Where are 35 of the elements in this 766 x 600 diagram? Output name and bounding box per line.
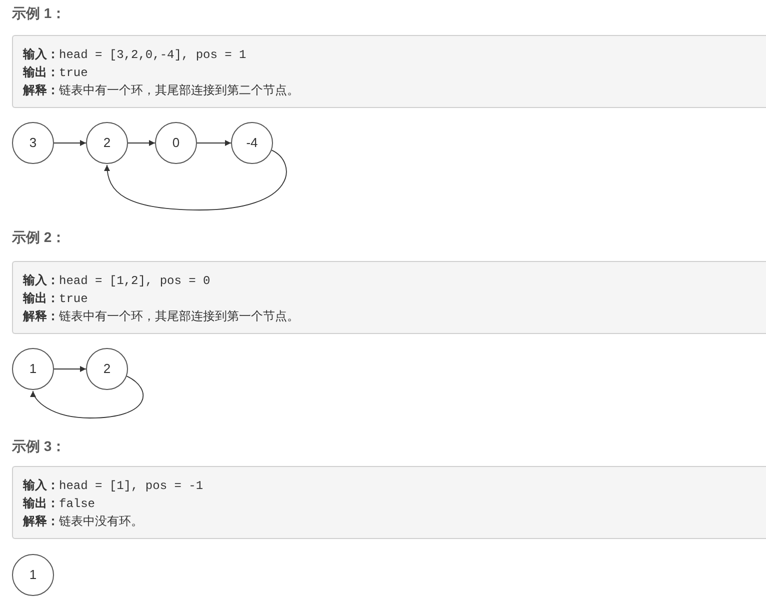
node-value: 1 xyxy=(29,567,37,583)
node-value: 2 xyxy=(103,135,111,151)
example-heading: 示例 3： xyxy=(12,437,66,455)
code-line: 解释：链表中有一个环，其尾部连接到第一个节点。 xyxy=(23,309,299,326)
list-node xyxy=(86,348,128,390)
node-value: -4 xyxy=(246,135,258,151)
example-heading: 示例 2： xyxy=(12,228,66,246)
list-node xyxy=(12,554,54,596)
example-heading: 示例 1： xyxy=(12,4,66,22)
code-line: 输入：head = [3,2,0,-4], pos = 1 xyxy=(23,46,246,64)
node-value: 3 xyxy=(29,135,37,151)
code-block xyxy=(12,35,766,108)
code-line: 输出：true xyxy=(23,290,88,308)
code-line: 输出：false xyxy=(23,496,96,513)
arrow xyxy=(54,366,86,372)
code-line: 解释：链表中没有环。 xyxy=(23,514,143,531)
code-line: 解释：链表中有一个环，其尾部连接到第二个节点。 xyxy=(23,83,299,100)
code-line: 输入：head = [1], pos = -1 xyxy=(23,478,204,495)
code-line: 输出：true xyxy=(23,64,88,82)
code-line: 输入：head = [1,2], pos = 0 xyxy=(23,272,210,290)
arrow xyxy=(54,140,86,146)
node-value: 0 xyxy=(172,135,180,151)
list-node xyxy=(155,122,197,164)
list-node xyxy=(231,122,273,164)
arrow xyxy=(30,376,144,418)
arrow xyxy=(196,140,232,146)
node-value: 1 xyxy=(29,361,37,377)
arrow xyxy=(128,140,156,146)
list-node xyxy=(12,122,54,164)
code-block xyxy=(12,261,766,334)
node-value: 2 xyxy=(103,361,111,377)
list-node xyxy=(86,122,128,164)
code-block xyxy=(12,466,766,539)
list-node xyxy=(12,348,54,390)
arrow xyxy=(104,150,287,210)
